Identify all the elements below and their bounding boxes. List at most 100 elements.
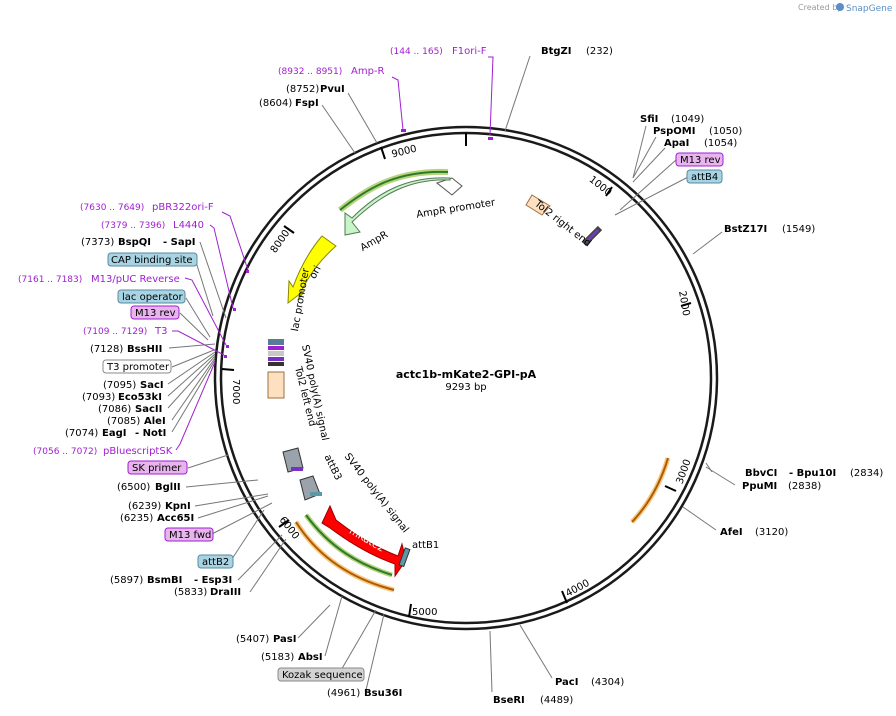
draiii-site-label[interactable]: DraIII <box>210 587 241 598</box>
bsshii-position: (7128) <box>90 344 123 355</box>
afei-site-label[interactable]: AfeI <box>720 527 743 538</box>
t3-primer-position: (7109 .. 7129) <box>83 327 147 337</box>
apai-site-label[interactable]: ApaI <box>664 138 689 149</box>
esp3i-site-label[interactable]: - Esp3I <box>194 575 232 586</box>
bsmbi-position: (5897) <box>110 575 143 586</box>
saci-position: (7095) <box>103 380 136 391</box>
attb2-box[interactable]: attB2 <box>197 554 234 569</box>
ppumi-site-label[interactable]: PpuMI <box>742 481 777 492</box>
primer-marks <box>224 129 493 358</box>
eco53ki-site-label[interactable]: Eco53kI <box>118 392 162 403</box>
l4440-primer-label[interactable]: L4440 <box>173 220 204 231</box>
saci-site-label[interactable]: SacI <box>140 380 164 391</box>
acc65i-position: (6235) <box>120 513 153 524</box>
acc65i-site-label[interactable]: Acc65I <box>157 513 194 524</box>
sv40-bottom-label: SV40 poly(A) signal <box>342 451 411 535</box>
tick-marks <box>221 133 692 618</box>
attb2-text: attB2 <box>202 557 229 568</box>
t3-promoter-text: T3 promoter <box>106 362 170 373</box>
m13-rev-left-text: M13 rev <box>135 308 176 319</box>
lac-operator-text: lac operator <box>122 292 183 303</box>
tol2-right-label: Tol2 right end <box>531 198 592 249</box>
attb1-label: attB1 <box>412 540 439 551</box>
f1ori-primer-label[interactable]: F1ori-F <box>452 46 487 57</box>
ori-feature <box>287 235 337 305</box>
sapi-site-label[interactable]: - SapI <box>163 237 195 248</box>
lac-operator-box[interactable]: lac operator <box>117 289 186 304</box>
m13-rev-left-box[interactable]: M13 rev <box>130 305 180 320</box>
afei-position: (3120) <box>755 527 788 538</box>
kpni-site-label[interactable]: KpnI <box>165 501 191 512</box>
pbluescript-position: (7056 .. 7072) <box>33 447 97 457</box>
ppumi-position: (2838) <box>788 481 821 492</box>
lac-promoter-cluster <box>267 339 285 399</box>
paci-site-label[interactable]: PacI <box>555 677 578 688</box>
orange-arc-right <box>630 457 671 524</box>
ori-label: ori <box>308 264 324 281</box>
pspomi-position: (1050) <box>709 126 742 137</box>
bsshii-site-label[interactable]: BssHII <box>127 344 162 355</box>
eagi-position: (7074) <box>65 428 98 439</box>
kozak-sequence-box[interactable]: Kozak sequence <box>277 667 365 682</box>
btgzi-position: (232) <box>586 46 613 57</box>
pvui-site-label[interactable]: PvuI <box>320 84 345 95</box>
cap-binding-site-box[interactable]: CAP binding site <box>107 252 198 267</box>
bsmbi-site-label[interactable]: BsmBI <box>147 575 182 586</box>
m13puc-position: (7161 .. 7183) <box>18 275 82 285</box>
m13-rev-right-text: M13 rev <box>680 155 721 166</box>
attb4-box[interactable]: attB4 <box>686 169 723 184</box>
m13-fwd-box[interactable]: M13 fwd <box>164 527 214 542</box>
m13puc-primer-label[interactable]: M13/pUC Reverse <box>91 274 180 285</box>
tick-3000: 3000 <box>675 458 694 486</box>
sacii-site-label[interactable]: SacII <box>135 404 162 415</box>
t3-primer-label[interactable]: T3 <box>154 326 167 337</box>
bglii-site-label[interactable]: BglII <box>155 482 181 493</box>
bglii-position: (6500) <box>117 482 150 493</box>
alei-site-label[interactable]: AleI <box>144 416 166 427</box>
bbvci-site-label[interactable]: BbvCI <box>745 468 777 479</box>
btgzi-site-label[interactable]: BtgZI <box>541 46 572 57</box>
leader-lines <box>167 55 736 693</box>
fspi-site-label[interactable]: FspI <box>295 98 319 109</box>
bstz17i-site-label[interactable]: BstZ17I <box>724 224 767 235</box>
orange-arc-left <box>293 520 395 593</box>
bpu10i-site-label[interactable]: - Bpu10I <box>789 468 836 479</box>
pbr322-primer-label[interactable]: pBR322ori-F <box>152 202 214 213</box>
cap-binding-site-text: CAP binding site <box>111 255 193 266</box>
apai-position: (1054) <box>704 138 737 149</box>
eagi-site-label[interactable]: EagI <box>102 428 126 439</box>
tick-8000: 8000 <box>269 228 293 255</box>
mkate2-feature <box>321 504 407 578</box>
snapgene-logo-icon <box>836 3 844 11</box>
pbluescript-primer-label[interactable]: pBluescriptSK <box>103 446 173 457</box>
sk-primer-text: SK primer <box>132 463 182 474</box>
tol2-right-feature <box>525 194 603 247</box>
pbr322-position: (7630 .. 7649) <box>80 203 144 213</box>
pasi-site-label[interactable]: PasI <box>273 634 296 645</box>
map-title: actc1b-mKate2-GPI-pA <box>396 368 537 381</box>
absi-site-label[interactable]: AbsI <box>298 652 323 663</box>
pspomi-site-label[interactable]: PspOMI <box>653 126 695 137</box>
bseri-site-label[interactable]: BseRI <box>493 695 525 706</box>
kozak-sequence-text: Kozak sequence <box>282 670 363 681</box>
t3-promoter-box[interactable]: T3 promoter <box>102 359 172 374</box>
bspqi-site-label[interactable]: BspQI <box>118 237 151 248</box>
m13-rev-right-box[interactable]: M13 rev <box>675 152 724 167</box>
sfii-site-label[interactable]: SfiI <box>640 114 658 125</box>
attb4-text: attB4 <box>691 172 718 183</box>
bsu36i-site-label[interactable]: Bsu36I <box>364 688 402 699</box>
alei-position: (7085) <box>107 416 140 427</box>
noti-site-label[interactable]: - NotI <box>135 428 166 439</box>
created-by-text: Created by <box>798 3 842 12</box>
pvui-position: (8752) <box>286 84 319 95</box>
ampr-primer-label[interactable]: Amp-R <box>351 66 385 77</box>
f1ori-position: (144 .. 165) <box>390 47 443 57</box>
bspqi-position: (7373) <box>81 237 114 248</box>
l4440-position: (7379 .. 7396) <box>101 221 165 231</box>
sk-primer-box[interactable]: SK primer <box>127 460 188 475</box>
ampr-label: AmpR <box>359 229 390 253</box>
ampr-promoter-feature <box>435 177 463 196</box>
sv40-arc <box>303 513 393 578</box>
kpni-position: (6239) <box>128 501 161 512</box>
